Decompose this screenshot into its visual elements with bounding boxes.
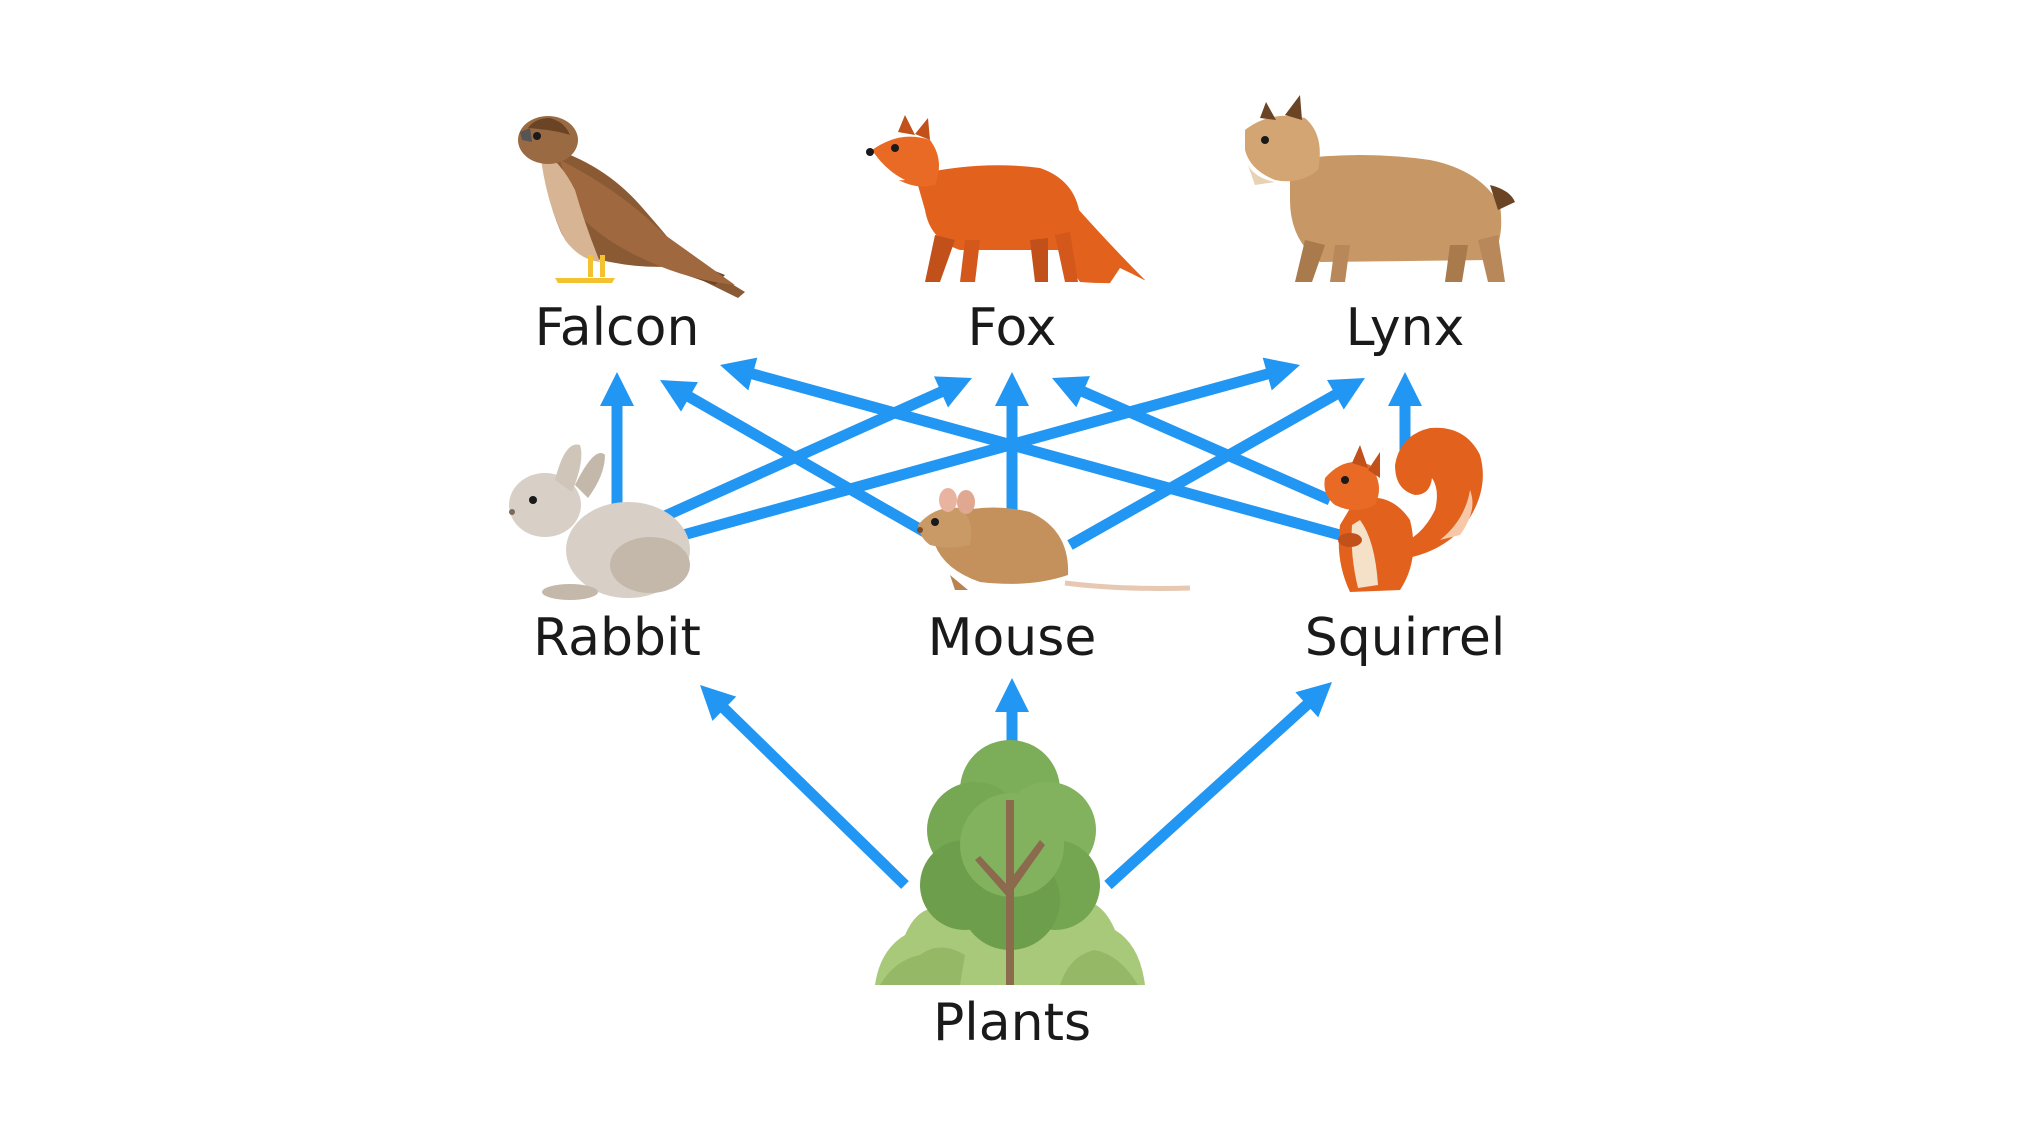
arrow-plants-to-mouse	[995, 678, 1029, 745]
arrow-head	[1327, 378, 1365, 410]
arrow-rabbit-to-falcon	[600, 372, 634, 510]
arrow-squirrel-to-falcon	[720, 357, 1342, 541]
arrow-head	[1388, 372, 1422, 406]
arrow-mouse-to-falcon	[660, 380, 933, 540]
fox-label: Fox	[967, 298, 1056, 358]
arrow-plants-to-squirrel	[1104, 682, 1332, 890]
arrow-head	[995, 678, 1029, 712]
mouse-label: Mouse	[928, 608, 1097, 668]
arrow-line	[749, 368, 1342, 541]
arrow-plants-to-rabbit	[700, 685, 909, 889]
rabbit-icon	[509, 444, 690, 600]
arrow-head	[600, 372, 634, 406]
arrow-line	[1104, 699, 1312, 890]
lynx-icon	[1245, 95, 1515, 282]
arrow-mouse-to-lynx	[1067, 378, 1365, 550]
arrow-head	[934, 376, 972, 408]
plants-label: Plants	[933, 993, 1091, 1053]
arrow-line	[1079, 385, 1333, 506]
arrow-head	[995, 372, 1029, 406]
arrow-head	[700, 685, 737, 721]
arrow-mouse-to-fox	[995, 372, 1029, 510]
arrow-line	[685, 391, 933, 540]
arrow-head	[1262, 357, 1300, 391]
falcon-label: Falcon	[535, 298, 700, 358]
rabbit-label: Rabbit	[533, 608, 701, 668]
arrow-line	[663, 368, 1271, 546]
arrow-squirrel-to-fox	[1052, 376, 1333, 506]
arrow-line	[719, 703, 909, 889]
arrow-head	[720, 357, 758, 391]
lynx-label: Lynx	[1346, 298, 1465, 358]
squirrel-label: Squirrel	[1305, 608, 1506, 668]
squirrel-icon	[1324, 427, 1483, 592]
arrow-head	[660, 380, 698, 412]
arrow-head	[1052, 376, 1090, 408]
mouse-icon	[917, 488, 1191, 591]
tree-icon	[875, 740, 1145, 985]
arrow-head	[1295, 682, 1332, 718]
falcon-icon	[518, 116, 745, 298]
arrow-line	[1067, 388, 1340, 550]
fox-icon	[866, 115, 1148, 285]
arrow-rabbit-to-lynx	[663, 357, 1300, 546]
